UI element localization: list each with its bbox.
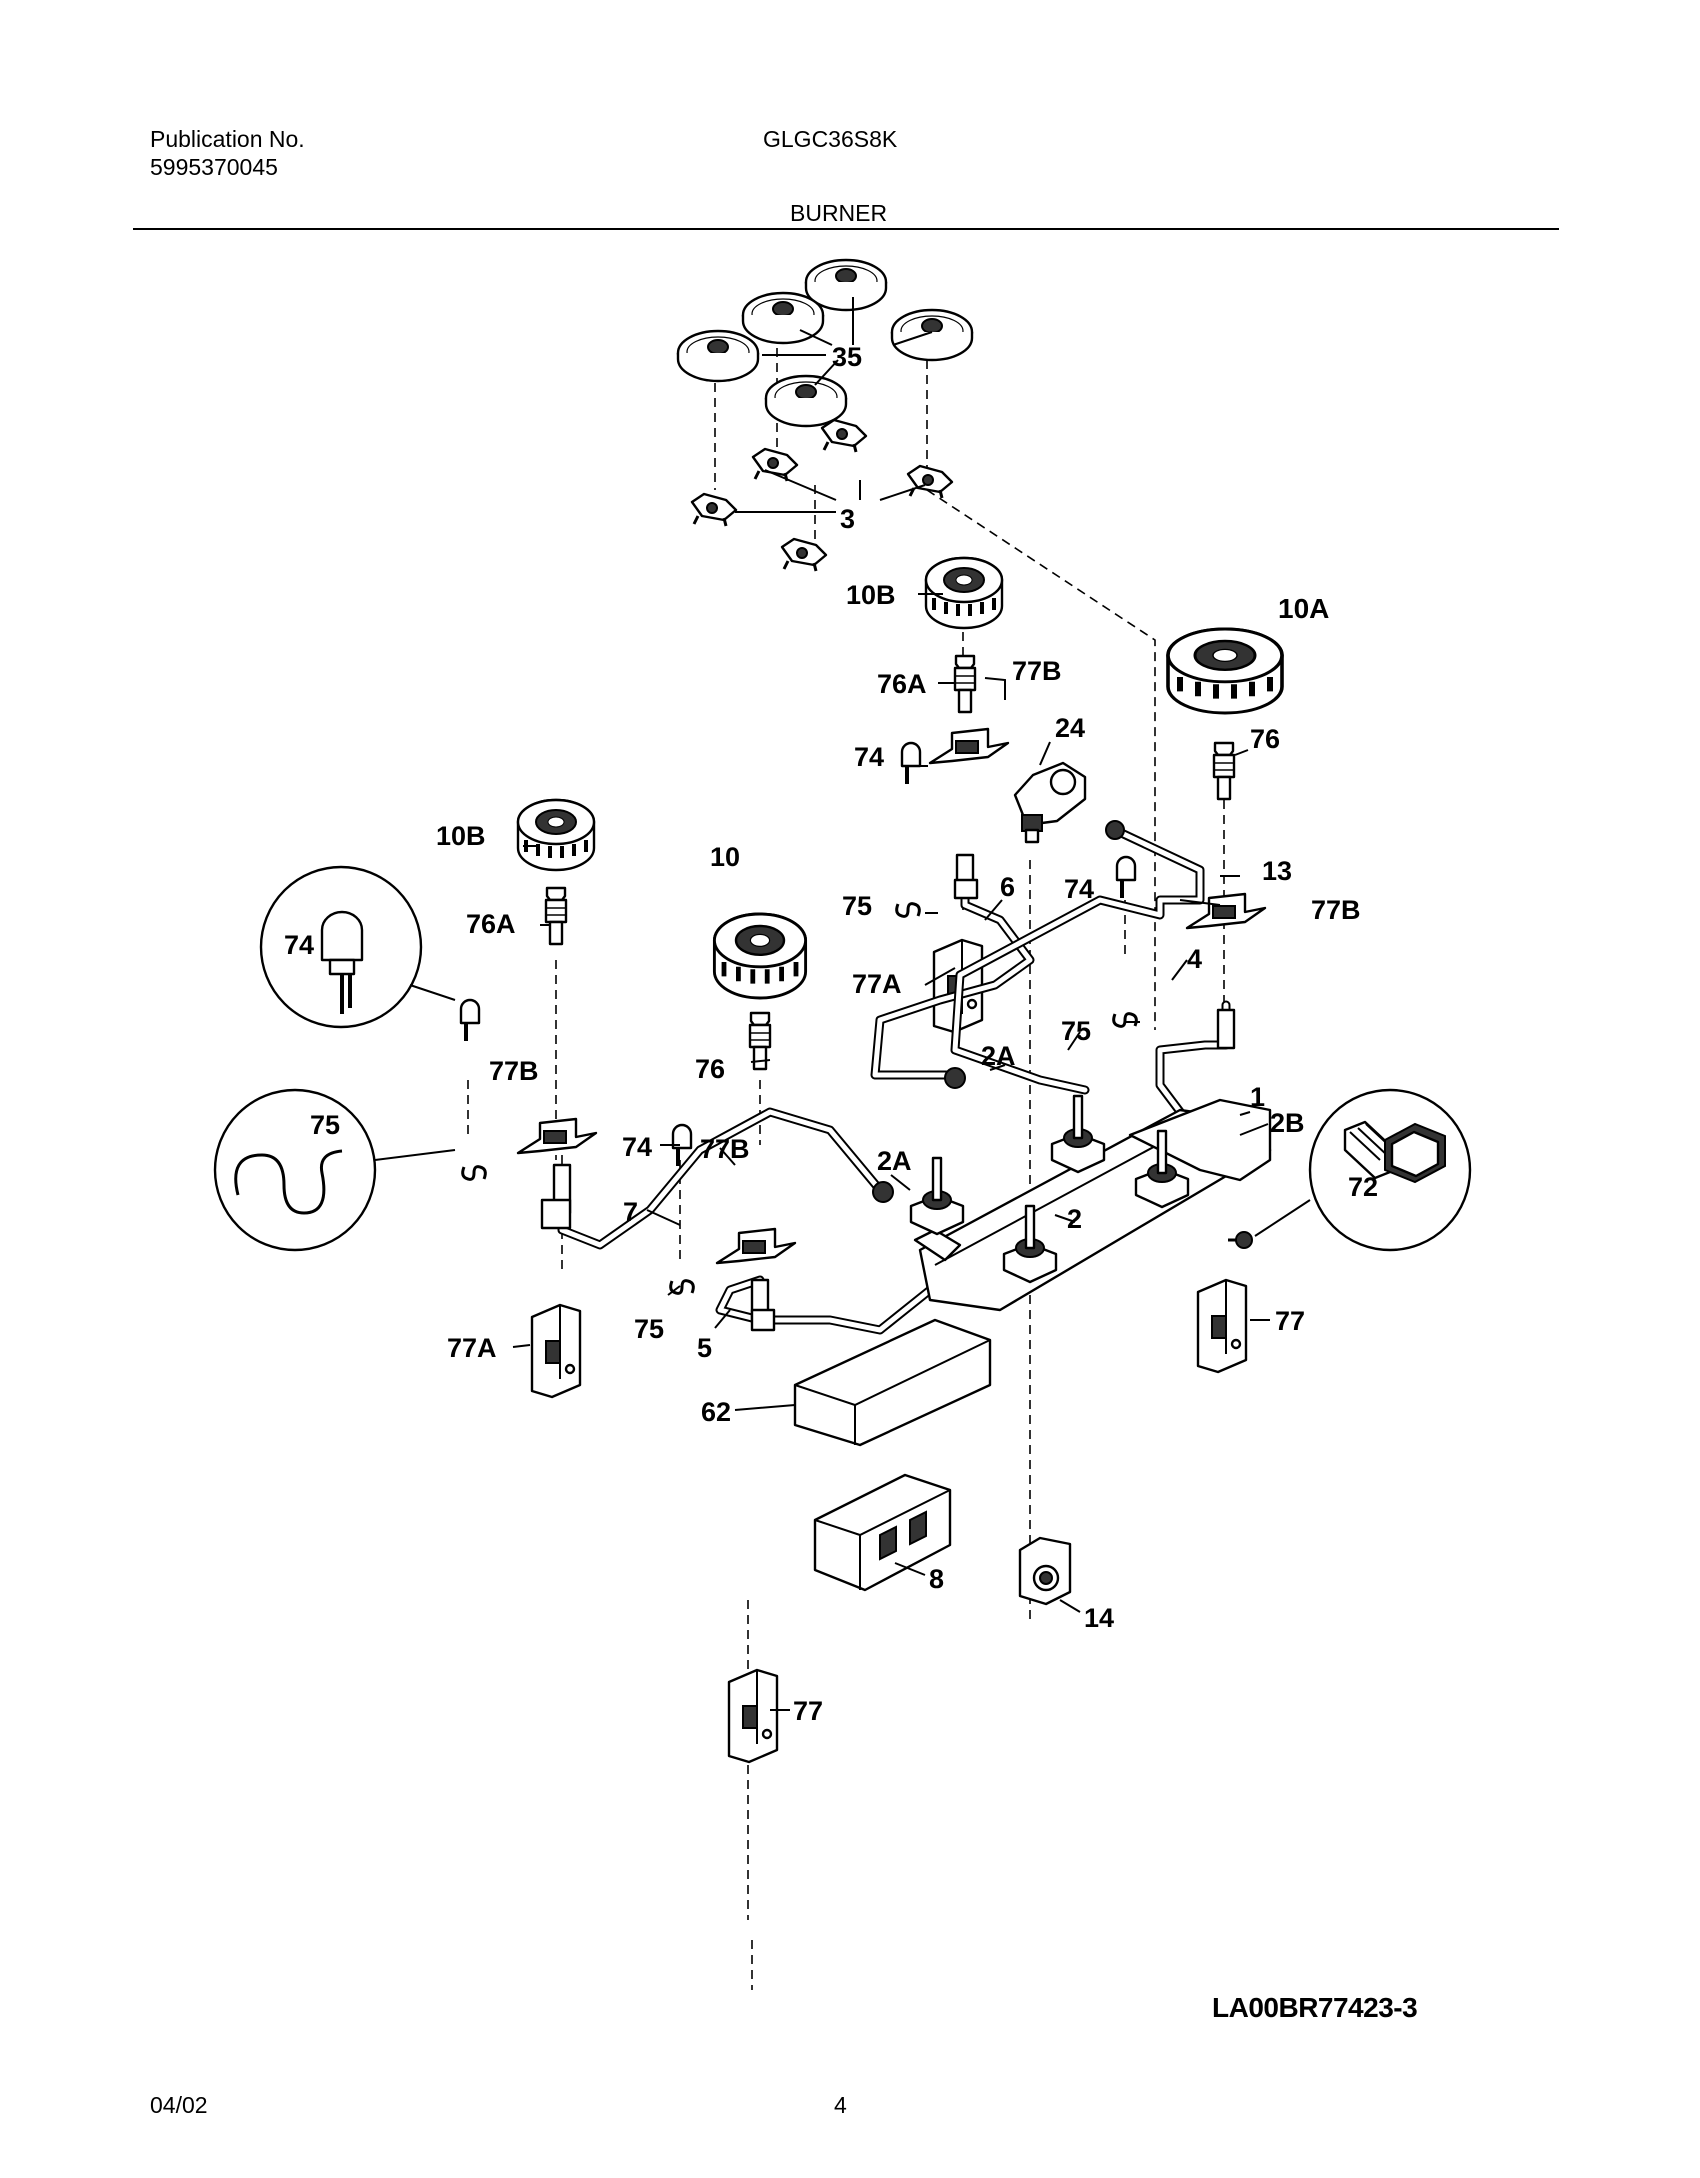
- callout-75-detail: 75: [310, 1110, 340, 1140]
- callout-74-low: 74: [622, 1132, 652, 1162]
- page-number: 4: [834, 2092, 847, 2118]
- callout-74-top: 74: [854, 742, 884, 772]
- callout-77b-low: 77B: [700, 1134, 750, 1164]
- callout-2: 2: [1067, 1204, 1082, 1234]
- main-valve-14: [1018, 1536, 1072, 1606]
- callout-3: 3: [840, 504, 855, 534]
- callout-8: 8: [929, 1564, 944, 1594]
- callout-76-right: 76: [1250, 724, 1280, 754]
- callout-1: 1: [1250, 1082, 1265, 1112]
- footer-date: 04/02: [150, 2092, 208, 2118]
- callout-4: 4: [1187, 944, 1202, 974]
- spark-switch-8: [813, 1473, 952, 1592]
- callout-62: 62: [701, 1397, 731, 1427]
- callout-72: 72: [1348, 1172, 1378, 1202]
- callout-75-low: 75: [634, 1314, 664, 1344]
- callout-35: 35: [832, 342, 862, 372]
- callout-10b-top: 10B: [846, 580, 896, 610]
- callout-2a-a: 2A: [981, 1041, 1016, 1071]
- callout-77a-mid: 77A: [852, 969, 902, 999]
- callout-76-mid: 76: [695, 1054, 725, 1084]
- model-number: GLGC36S8K: [763, 126, 898, 152]
- drawing-code: LA00BR77423-3: [1212, 1992, 1418, 2023]
- detail-screw-72: [1254, 1088, 1472, 1252]
- callout-labels: 35 3 10B 10A 76A 77B 24 74 76 10B 10 13 …: [284, 342, 1378, 1726]
- mounting-screw: [1228, 1231, 1253, 1249]
- burner-caps: [676, 258, 974, 428]
- callout-24: 24: [1055, 713, 1085, 743]
- publication-number: 5995370045: [150, 154, 278, 180]
- callout-10a: 10A: [1278, 593, 1329, 624]
- callout-6: 6: [1000, 872, 1015, 902]
- callout-74-detail: 74: [284, 930, 314, 960]
- callout-10b-left: 10B: [436, 821, 486, 851]
- tube-posts: [540, 853, 1236, 1332]
- callout-77-bottom: 77: [793, 1696, 823, 1726]
- callout-74-mid: 74: [1064, 874, 1094, 904]
- callout-77b-right: 77B: [1311, 895, 1361, 925]
- header-rule: [133, 228, 1559, 230]
- tube-fittings: [872, 820, 1125, 1203]
- pressure-regulator: [1013, 761, 1087, 844]
- callout-77a-low: 77A: [447, 1333, 497, 1363]
- section-title: BURNER: [790, 200, 888, 226]
- gas-manifold: [913, 1098, 1272, 1312]
- callout-7: 7: [623, 1197, 638, 1227]
- callout-13: 13: [1262, 856, 1292, 886]
- callout-75-mid: 75: [1061, 1016, 1091, 1046]
- callout-2b: 2B: [1270, 1108, 1305, 1138]
- burner-bases: [690, 418, 954, 573]
- callout-77b-left: 77B: [489, 1056, 539, 1086]
- callout-75-top: 75: [842, 891, 872, 921]
- callout-77b-top: 77B: [1012, 656, 1062, 686]
- callout-14: 14: [1084, 1603, 1114, 1633]
- callout-10: 10: [710, 842, 740, 872]
- callout-76a-left: 76A: [466, 909, 516, 939]
- spark-module-62: [793, 1318, 992, 1447]
- callout-2a-b: 2A: [877, 1146, 912, 1176]
- callout-77-right: 77: [1275, 1306, 1305, 1336]
- leader-lines: [512, 297, 1270, 1711]
- detail-electrode-74: [259, 865, 456, 1029]
- publication-label: Publication No.: [150, 126, 305, 152]
- burner-heads: [516, 556, 1282, 998]
- gas-tubes: [557, 825, 1231, 1335]
- callout-5: 5: [697, 1333, 712, 1363]
- callout-76a-top: 76A: [877, 669, 927, 699]
- detail-clip-75: [213, 1088, 456, 1252]
